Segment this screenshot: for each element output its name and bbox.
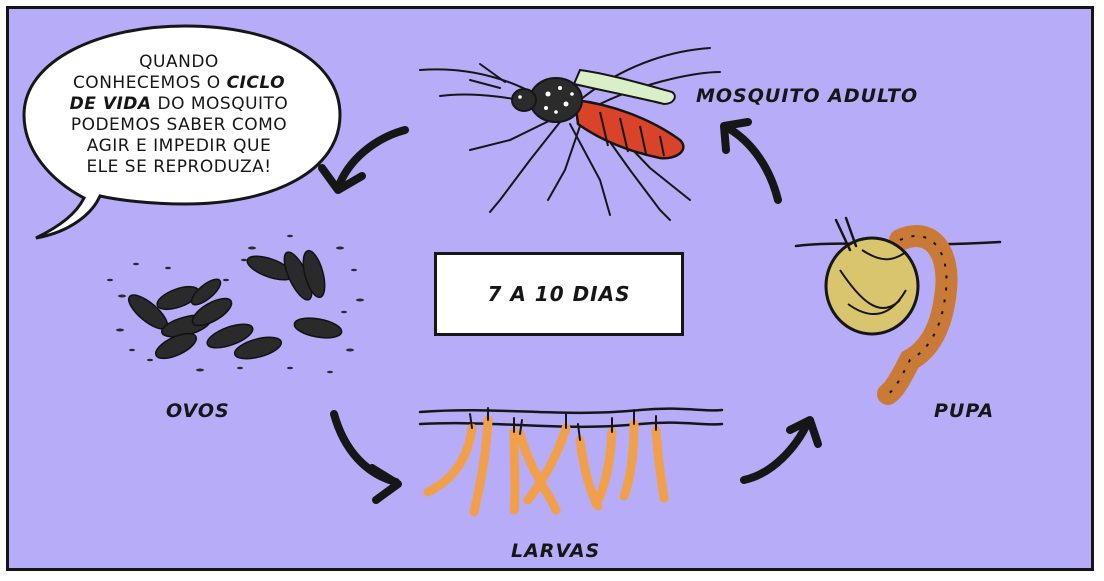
duration-box: 7 A 10 DIAS [434,252,684,336]
arrow-pupa-to-adult-head [720,118,752,154]
speech-line-6: ELE SE REPRODUZA! [86,157,272,177]
mosquito-adult-illustration [419,47,721,221]
arrow-adult-to-eggs-head [318,164,366,194]
speech-line-1: QUANDO [139,52,219,72]
arrow-larvae-to-pupa [740,418,812,484]
arrow-adult-to-eggs [334,126,409,192]
arrow-pupa-to-adult [724,124,782,204]
speech-emphasis-de-vida: DE VIDA [69,94,152,114]
stage-label-larvae: LARVAS [511,540,601,562]
speech-bubble-text: QUANDO CONHECEMOS O CICLO DE VIDA DO MOS… [40,52,318,178]
speech-bubble [22,24,342,240]
pupa-illustration [794,216,1002,405]
speech-line-3: DE VIDA DO MOSQUITO [40,94,318,115]
stage-label-adult: MOSQUITO ADULTO [696,85,919,107]
speech-line-4: PODEMOS SABER COMO [70,115,288,135]
arrow-larvae-to-pupa-head [786,416,822,448]
arrow-eggs-to-larvae-head [368,464,402,504]
stage-label-eggs: OVOS [166,400,230,422]
speech-line-3-text: DO MOSQUITO [151,94,289,114]
speech-line-2: CONHECEMOS O CICLO [40,73,318,94]
speech-line-2-text: CONHECEMOS O [72,73,227,93]
duration-label: 7 A 10 DIAS [487,282,631,306]
cycle-arrows [318,118,822,504]
eggs-illustration [107,234,364,374]
speech-line-5: AGIR E IMPEDIR QUE [86,136,272,156]
larvae-illustration [418,407,724,517]
stage-label-pupa: PUPA [934,400,995,422]
speech-emphasis-ciclo: CICLO [226,73,286,93]
arrow-eggs-to-larvae [330,410,400,486]
